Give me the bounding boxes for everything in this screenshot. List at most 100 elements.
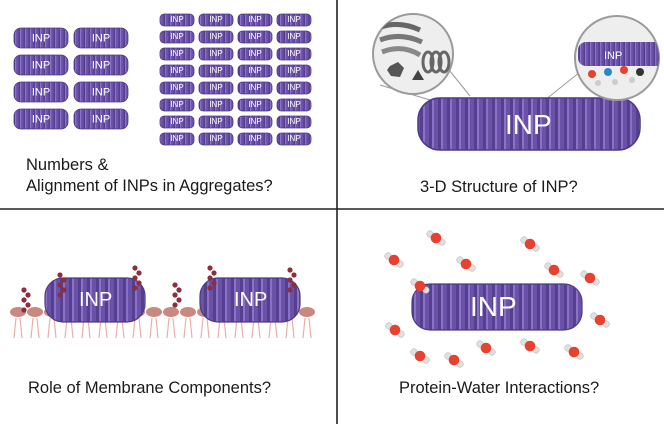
- inp-label: INP: [505, 109, 552, 140]
- inp-label: INP: [170, 83, 183, 92]
- sugar-chain: [287, 267, 297, 293]
- lipid: [27, 307, 43, 339]
- inp-label: INP: [287, 134, 300, 143]
- inp-label: INP: [248, 100, 261, 109]
- water-molecule: [410, 348, 430, 364]
- water-molecules: [384, 230, 610, 368]
- inp-protein-main: [418, 98, 640, 150]
- inp-unit: INP: [198, 132, 234, 146]
- caption-3d-structure: 3-D Structure of INP?: [420, 178, 578, 196]
- inp-label: INP: [248, 49, 261, 58]
- inp-unit: INP: [159, 30, 195, 44]
- inp-unit: INP: [276, 30, 312, 44]
- inp-unit: INP: [276, 132, 312, 146]
- water-molecule: [590, 312, 610, 328]
- water-molecule: [384, 252, 404, 268]
- lipid: [146, 307, 162, 339]
- water-molecule: [520, 236, 540, 252]
- inp-label: INP: [92, 87, 110, 99]
- inp-unit: INP: [159, 81, 195, 95]
- water-molecule: [385, 322, 405, 338]
- inp-unit: INP: [159, 115, 195, 129]
- water-molecule: [564, 344, 584, 360]
- oxygen-atom: [588, 70, 596, 78]
- inp-unit: INP: [276, 13, 312, 27]
- inp-label: INP: [209, 66, 222, 75]
- inp-label: INP: [170, 100, 183, 109]
- inp-water-protein: INP: [411, 283, 583, 331]
- inp-unit: INP: [13, 108, 69, 130]
- inp-unit: INP: [276, 47, 312, 61]
- inp-unit: INP: [13, 81, 69, 103]
- water-molecule: [580, 270, 600, 286]
- inp-unit: INP: [237, 115, 273, 129]
- inp-zoom-label: INP: [604, 50, 622, 62]
- inp-unit: INP: [237, 64, 273, 78]
- inp-unit: INP: [13, 54, 69, 76]
- inp-label: INP: [170, 15, 183, 24]
- inp-unit: INP: [276, 64, 312, 78]
- inp-label: INP: [248, 83, 261, 92]
- inp-label: INP: [79, 289, 112, 311]
- inp-unit: INP: [73, 108, 129, 130]
- lipid: [163, 307, 179, 339]
- inp-unit: INP: [198, 47, 234, 61]
- inp-label: INP: [209, 134, 222, 143]
- hydrogen-atom: [612, 79, 618, 85]
- inp-unit: INP: [73, 27, 129, 49]
- inp-label: INP: [287, 15, 300, 24]
- water-molecule: [410, 278, 430, 294]
- inp-unit: INP: [237, 132, 273, 146]
- inp-unit: INP: [159, 98, 195, 112]
- secondary-structure-icon: [377, 22, 451, 80]
- inp-unit: INP: [73, 81, 129, 103]
- caption-line: Numbers &: [26, 156, 109, 174]
- inp-label: INP: [170, 49, 183, 58]
- inp-unit: INP: [237, 30, 273, 44]
- oxygen-atom: [620, 66, 628, 74]
- inp-label: INP: [287, 49, 300, 58]
- aggregate-grid-small: INP INP INP INP INP INP INP INP: [13, 27, 129, 130]
- inp-unit: INP: [237, 81, 273, 95]
- inp-label: INP: [248, 117, 261, 126]
- inp-unit: INP: [159, 13, 195, 27]
- inp-label: INP: [92, 60, 110, 72]
- carbon-atom: [636, 68, 644, 76]
- inp-unit: INP: [237, 47, 273, 61]
- caption-protein-water: Protein-Water Interactions?: [399, 379, 600, 397]
- inp-unit: INP: [159, 47, 195, 61]
- lipid: [299, 307, 315, 339]
- sugar-chain: [132, 265, 142, 291]
- water-molecule: [544, 262, 564, 278]
- inp-label: INP: [209, 15, 222, 24]
- inp-label: INP: [248, 32, 261, 41]
- inp-3d-structure: INP INP: [372, 13, 660, 151]
- inp-label: INP: [209, 100, 222, 109]
- inp-label: INP: [234, 289, 267, 311]
- inp-label: INP: [92, 114, 110, 126]
- lipid: [180, 307, 196, 339]
- inp-label: INP: [287, 83, 300, 92]
- hydrogen-atom: [595, 80, 601, 86]
- inp-label: INP: [92, 33, 110, 45]
- inp-label: INP: [209, 32, 222, 41]
- inp-unit: INP: [276, 115, 312, 129]
- inp-unit: INP: [198, 13, 234, 27]
- water-molecule: [426, 230, 446, 246]
- hydrogen-atom: [629, 77, 635, 83]
- inp-in-membrane-2: INP: [199, 277, 301, 323]
- water-molecule: [456, 256, 476, 272]
- inp-label: INP: [32, 33, 50, 45]
- inp-unit: INP: [276, 81, 312, 95]
- nitrogen-atom: [604, 68, 612, 76]
- inp-label: INP: [248, 66, 261, 75]
- inp-unit: INP: [237, 98, 273, 112]
- inp-unit: INP: [159, 132, 195, 146]
- inp-label: INP: [287, 32, 300, 41]
- inp-label: INP: [32, 87, 50, 99]
- water-molecule: [476, 340, 496, 356]
- inp-label: INP: [170, 32, 183, 41]
- inp-unit: INP: [198, 98, 234, 112]
- inp-label: INP: [32, 60, 50, 72]
